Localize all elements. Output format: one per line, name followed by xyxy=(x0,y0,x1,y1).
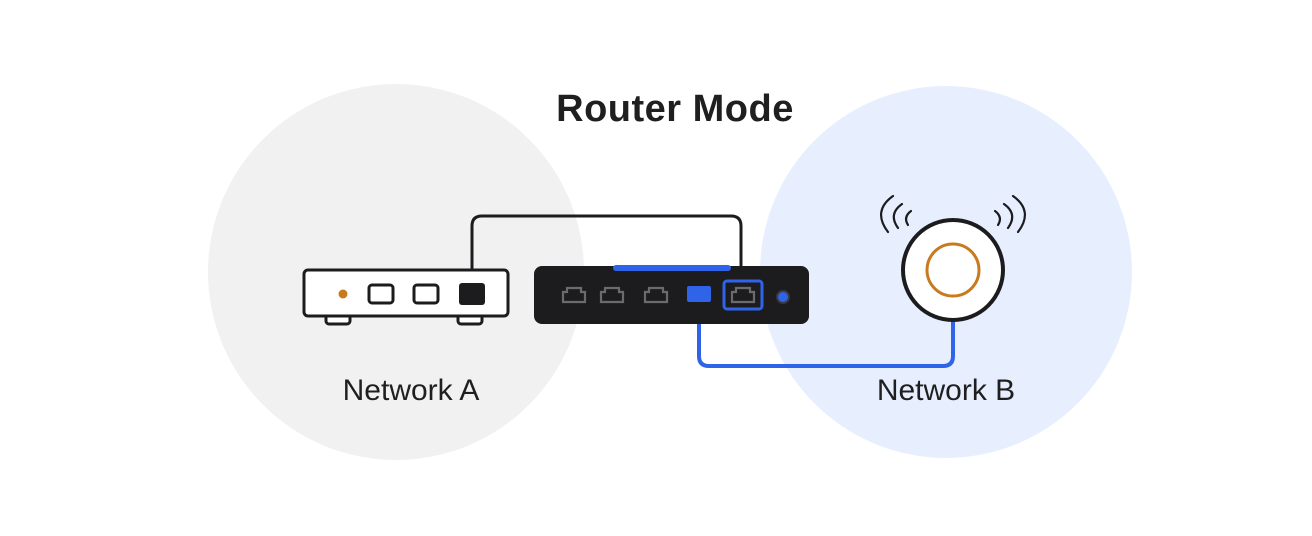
access-point-ring xyxy=(925,242,981,298)
diagram-title: Router Mode xyxy=(556,88,794,130)
lan-cable xyxy=(697,300,955,368)
modem-cable-plug xyxy=(459,283,485,305)
router-power-led xyxy=(776,290,790,304)
wan-cable xyxy=(470,214,743,284)
modem-port xyxy=(412,283,440,305)
ethernet-port-icon xyxy=(730,286,756,304)
network-a-label: Network A xyxy=(342,374,480,407)
network-b-label: Network B xyxy=(876,374,1016,407)
modem-status-led xyxy=(338,289,348,299)
ethernet-port-icon xyxy=(561,286,587,304)
lan-port-active xyxy=(687,286,711,302)
modem-icon xyxy=(302,268,510,326)
router-status-bar xyxy=(613,265,731,271)
wifi-waves-icon xyxy=(880,194,1026,234)
ethernet-port-icon xyxy=(643,286,669,304)
ethernet-port-icon xyxy=(599,286,625,304)
wan-port-highlight xyxy=(722,279,764,311)
router-icon xyxy=(534,265,809,324)
modem-port xyxy=(367,283,395,305)
access-point-icon xyxy=(901,218,1005,322)
